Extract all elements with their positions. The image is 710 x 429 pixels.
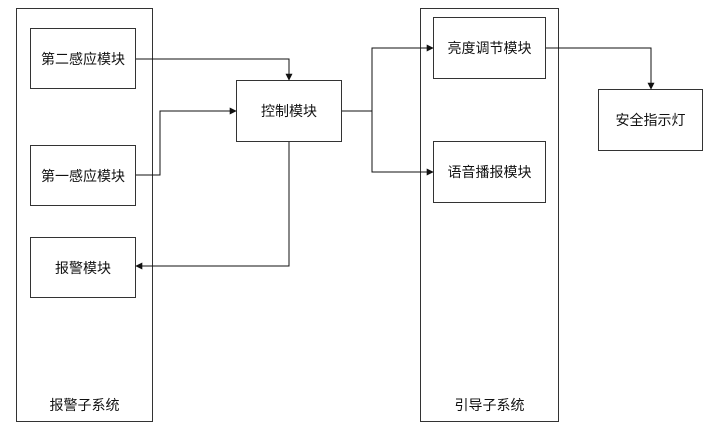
arrow-first-sensor-to-control <box>136 111 236 175</box>
arrow-control-to-alarm <box>136 142 289 266</box>
arrow-second-sensor-to-control <box>136 59 289 80</box>
arrow-brightness-to-safety-light <box>546 48 651 89</box>
arrow-control-to-brightness <box>342 48 433 111</box>
arrow-control-to-voice <box>372 111 433 172</box>
